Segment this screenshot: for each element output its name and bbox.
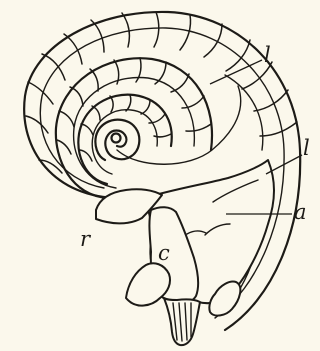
label-c: c — [158, 241, 170, 265]
label-l-upper: l — [264, 43, 271, 67]
second-whorl-septa — [57, 58, 211, 154]
siphuncle-outer — [225, 75, 263, 150]
inner-spiral — [95, 120, 139, 160]
third-whorl-inner-edge — [92, 110, 157, 174]
label-r: r — [80, 227, 92, 251]
label-l-lower: l — [303, 136, 310, 160]
label-a: a — [294, 200, 307, 224]
animal-body — [96, 160, 274, 345]
funnel — [126, 263, 170, 305]
protoconch — [112, 134, 121, 143]
outer-whorl-septa — [26, 12, 297, 173]
